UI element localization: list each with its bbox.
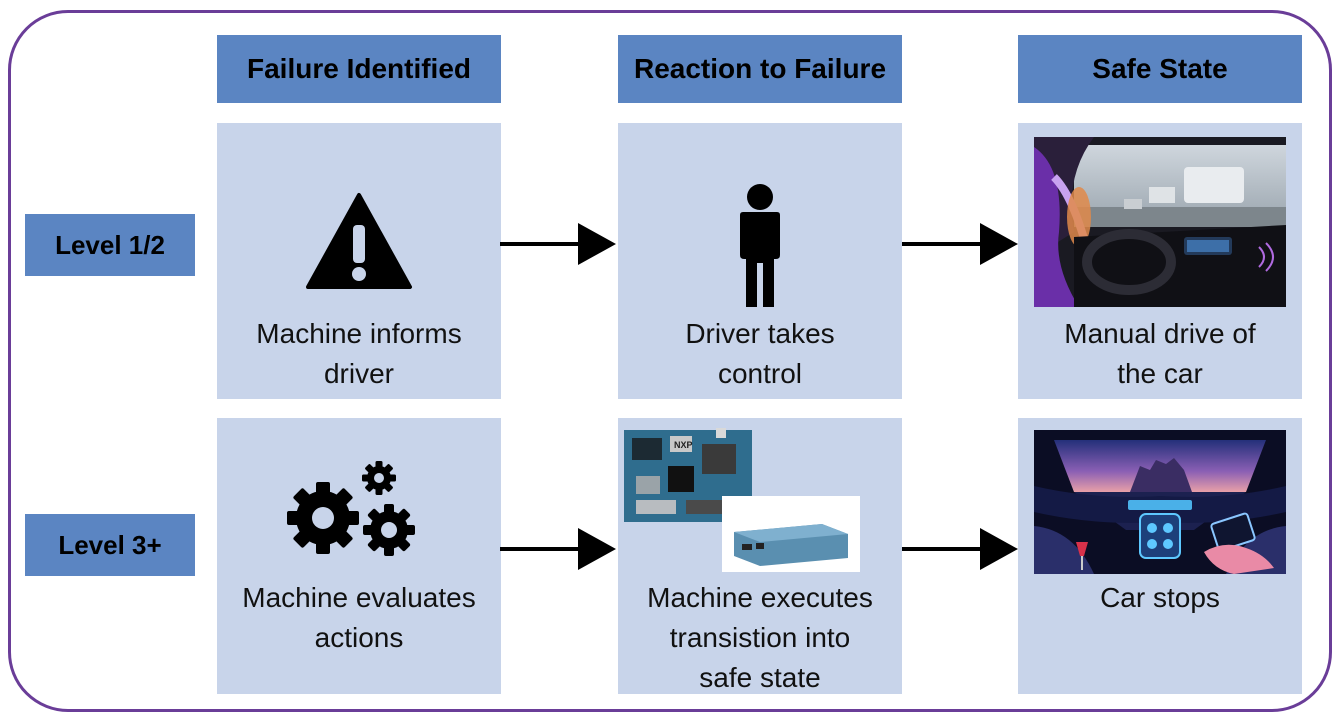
row1-safe-box: Manual drive of the car xyxy=(1018,123,1302,399)
arrow-right-icon xyxy=(500,528,616,570)
header-reaction-label: Reaction to Failure xyxy=(633,53,887,84)
row1-failure-caption-line1: Machine informs xyxy=(256,318,462,349)
autonomous-car-interior-image xyxy=(1034,430,1286,574)
person-icon xyxy=(740,184,780,307)
header-safe-state: Safe State xyxy=(1018,35,1302,103)
row1-reaction-box: Driver takes control xyxy=(618,123,902,399)
row2-failure-caption-line2: actions xyxy=(314,622,404,653)
arrow-right-icon xyxy=(902,223,1018,265)
row2-reaction-box: NXP Machine executes transistion into sa… xyxy=(618,418,902,694)
arrow-right-icon xyxy=(902,528,1018,570)
row2-failure-box: Machine evaluates actions xyxy=(217,418,501,694)
level-1-2-label: Level 1/2 xyxy=(25,214,195,276)
row2-reaction-caption-line2: transistion into xyxy=(669,622,851,653)
header-failure-identified: Failure Identified xyxy=(217,35,501,103)
diagram-frame xyxy=(8,10,1332,712)
row2-safe-box: Car stops xyxy=(1018,418,1302,694)
row2-safe-caption-line1: Car stops xyxy=(1100,582,1220,613)
row2-failure-caption-line1: Machine evaluates xyxy=(242,582,476,613)
row1-reaction-caption-line1: Driver takes xyxy=(685,318,835,349)
level-3-label: Level 3+ xyxy=(25,514,195,576)
row2-reaction-caption-line3: safe state xyxy=(699,662,821,693)
level-1-2-text: Level 1/2 xyxy=(55,229,165,260)
row2-reaction-caption-line1: Machine executes xyxy=(647,582,873,613)
warning-icon xyxy=(306,193,412,289)
level-3-text: Level 3+ xyxy=(58,529,162,560)
gears-icon xyxy=(287,461,415,556)
row1-reaction-caption-line2: control xyxy=(717,358,803,389)
row1-safe-caption-line2: the car xyxy=(1117,358,1203,389)
manual-driving-image xyxy=(1034,137,1286,307)
hardware-board-image: NXP xyxy=(622,426,862,576)
svg-text:NXP: NXP xyxy=(674,440,693,450)
row1-safe-caption-line1: Manual drive of xyxy=(1064,318,1256,349)
header-safe-label: Safe State xyxy=(1092,53,1228,84)
arrow-right-icon xyxy=(500,223,616,265)
header-failure-label: Failure Identified xyxy=(246,53,472,84)
header-reaction-to-failure: Reaction to Failure xyxy=(618,35,902,103)
row1-failure-caption-line2: driver xyxy=(323,358,394,389)
row1-failure-box: Machine informs driver xyxy=(217,123,501,399)
